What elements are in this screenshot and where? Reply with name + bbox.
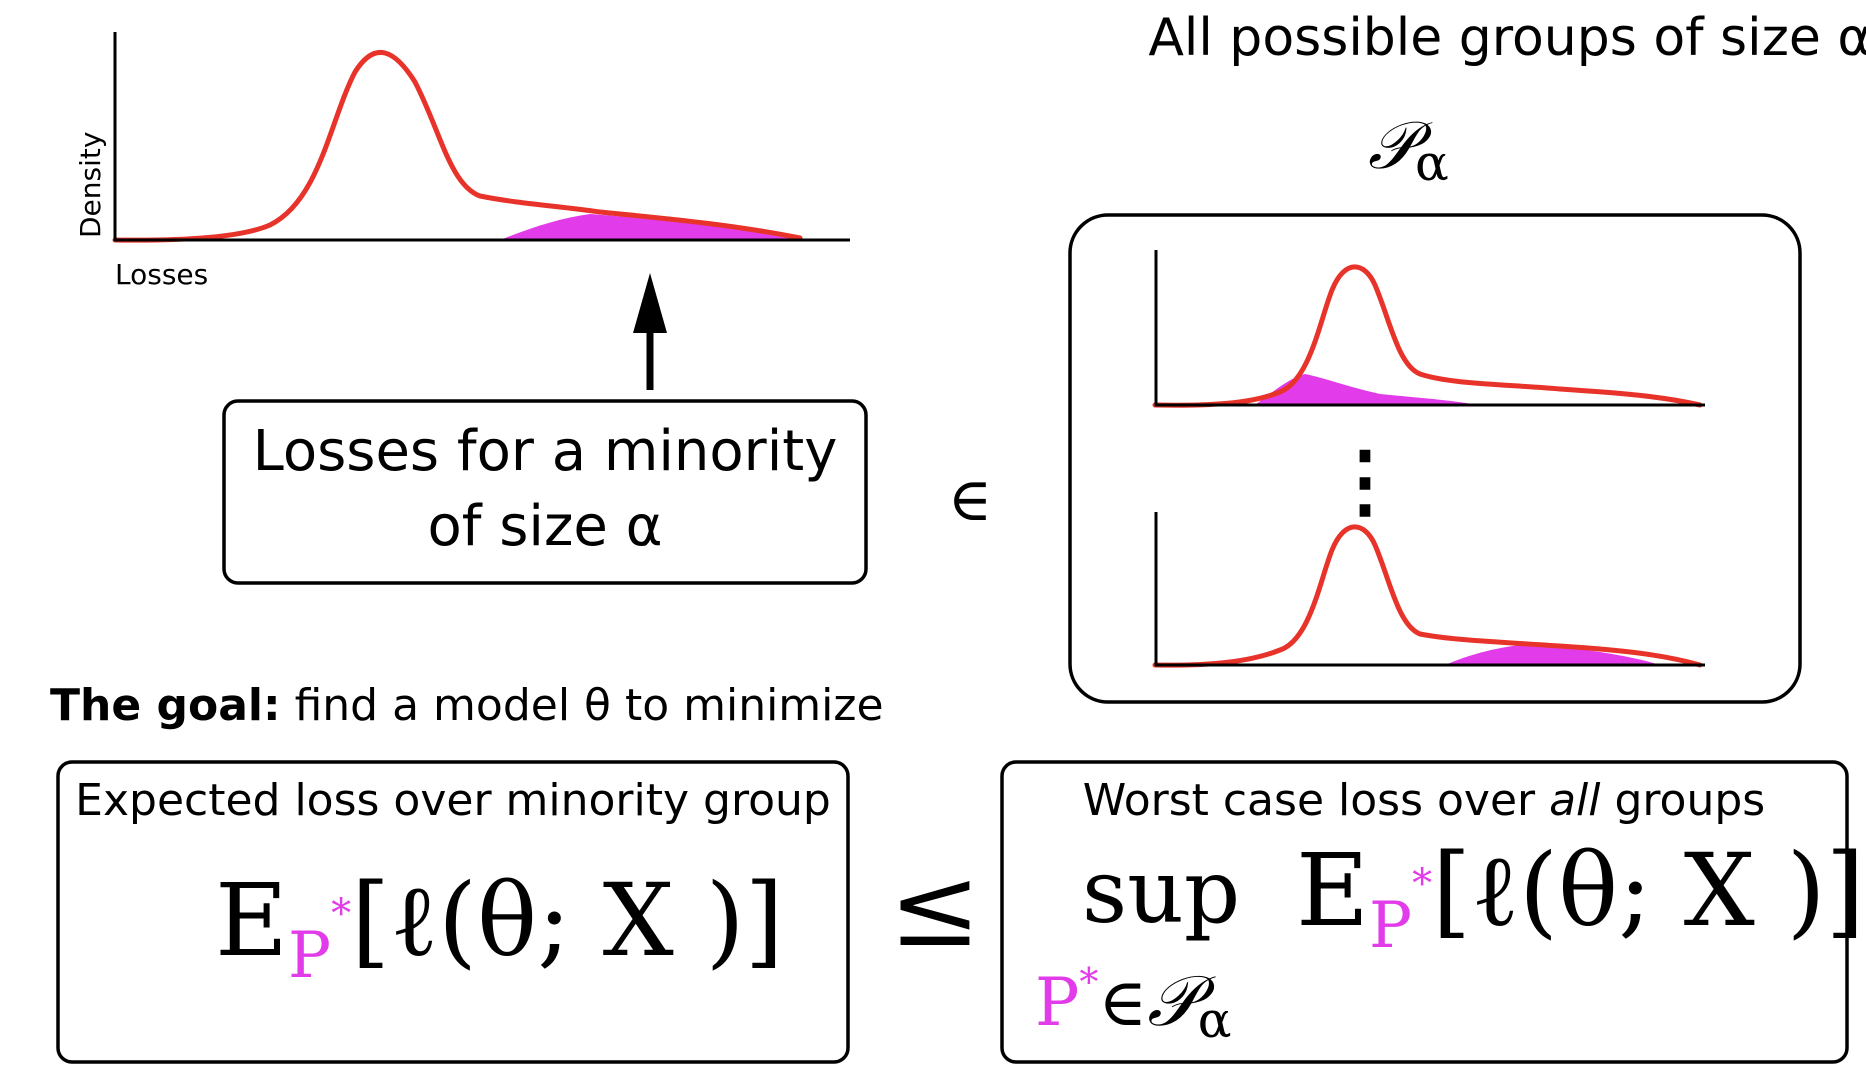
- minority-box-line2: of size α: [427, 494, 662, 559]
- minority-box-line1: Losses for a minority: [253, 419, 838, 484]
- group-plot-upper-curve: [1152, 264, 1703, 408]
- group-plot-upper: [1152, 250, 1705, 408]
- goal-bold: The goal:: [50, 680, 281, 731]
- top-plot-minority-fill: [500, 214, 800, 240]
- groups-box: ⋮: [1068, 213, 1802, 704]
- sup-subscript-alpha: α: [1198, 991, 1232, 1049]
- worst-case-title: Worst case loss over all groups: [1083, 775, 1765, 826]
- group-plot-upper-fill: [1255, 374, 1478, 405]
- group-plot-lower: [1152, 512, 1705, 668]
- group-plot-lower-curve: [1152, 524, 1703, 668]
- worst-case-E: E: [1296, 832, 1369, 949]
- worst-case-expr: [ℓ(θ; X )]: [1432, 832, 1865, 949]
- group-plot-lower-fill: [1445, 644, 1660, 665]
- leq-symbol: ≤: [889, 843, 981, 971]
- element-of-symbol: ∈: [948, 465, 992, 535]
- expected-loss-box: Expected loss over minority group EP*[ℓ(…: [56, 760, 850, 1064]
- goal-statement: The goal: find a model θ to minimize: [50, 680, 884, 731]
- worst-case-P: P: [1369, 889, 1412, 963]
- goal-rest: find a model θ to minimize: [281, 680, 884, 731]
- minority-box: Losses for a minority of size α: [222, 399, 868, 585]
- worst-case-formula: EP*[ℓ(θ; X )]: [1296, 832, 1865, 963]
- sup-subscript-star: *: [1079, 960, 1098, 1004]
- top-plot-density-curve: [112, 49, 803, 243]
- groups-title: All possible groups of size α: [1148, 8, 1866, 68]
- worst-case-loss-box: Worst case loss over all groups sup EP*[…: [1000, 760, 1865, 1064]
- expected-loss-E: E: [215, 862, 288, 979]
- worst-case-title-post: groups: [1601, 775, 1766, 826]
- top-density-plot: Density Losses: [74, 32, 850, 291]
- sup-subscript: P*∈𝒫α: [1035, 960, 1232, 1049]
- top-plot-y-label: Density: [74, 132, 107, 238]
- top-plot-x-label: Losses: [115, 258, 208, 291]
- expected-loss-P: P: [288, 919, 331, 993]
- calP-subscript-alpha: α: [1415, 134, 1449, 192]
- sup-subscript-in: ∈: [1098, 964, 1147, 1041]
- pointer-arrow: [633, 273, 667, 390]
- expected-loss-title: Expected loss over minority group: [75, 775, 831, 826]
- sup-subscript-P: P: [1035, 964, 1079, 1041]
- expected-loss-star: *: [331, 891, 351, 937]
- expected-loss-formula: EP*[ℓ(θ; X )]: [215, 862, 784, 993]
- worst-case-title-pre: Worst case loss over: [1083, 775, 1549, 826]
- worst-case-star: *: [1412, 861, 1432, 907]
- expected-loss-expr: [ℓ(θ; X )]: [351, 862, 784, 979]
- vertical-ellipsis: ⋮: [1325, 433, 1405, 527]
- worst-case-sup: sup: [1082, 840, 1240, 943]
- worst-case-title-em: all: [1549, 775, 1601, 826]
- group-family-symbol: 𝒫 α: [1368, 107, 1449, 192]
